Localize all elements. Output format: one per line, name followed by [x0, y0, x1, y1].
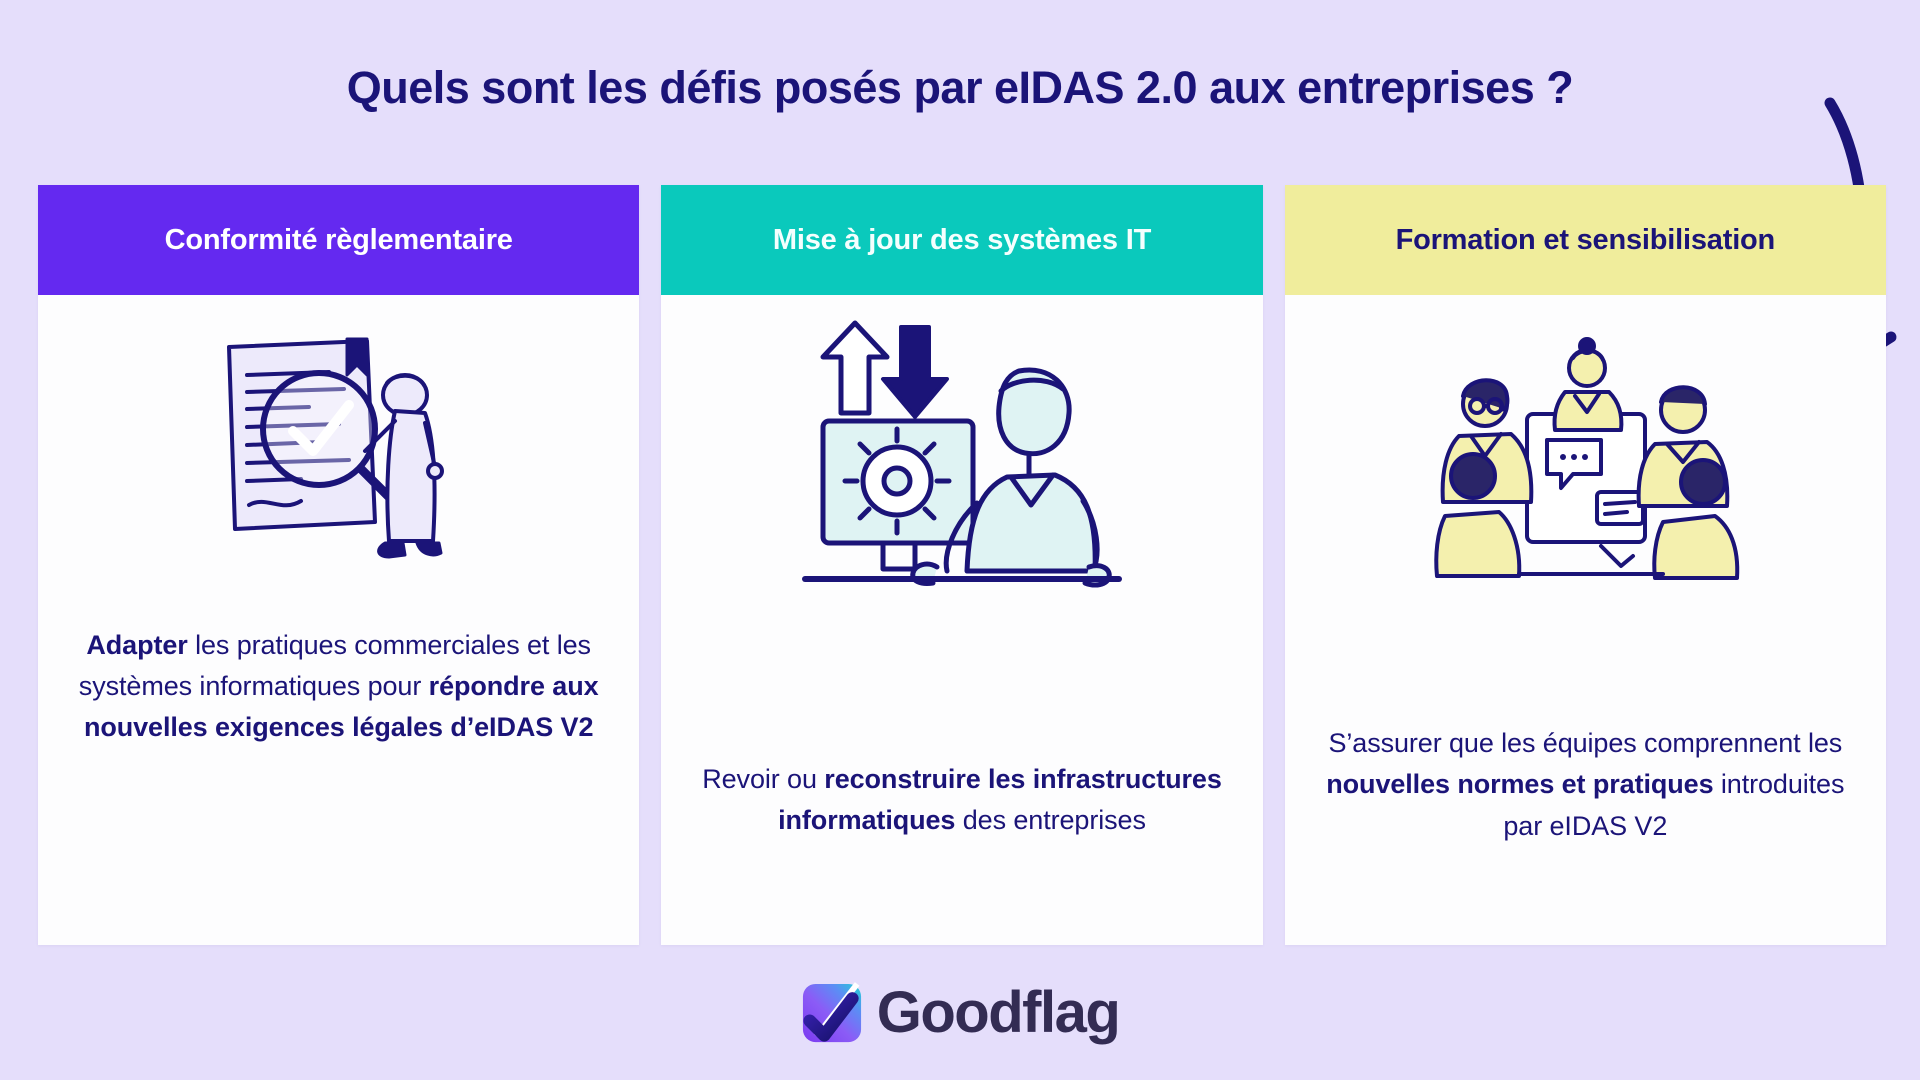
card-text-bold-2: répondre aux nouvelles exigences légales… — [83, 671, 599, 743]
card-header-conformite: Conformité règlementaire — [38, 185, 640, 295]
card-text: S’assurer que les équipes comprennent le… — [1325, 723, 1846, 846]
card-text-plain-2: introduites par eIDAS V2 — [1503, 769, 1845, 841]
card-header-title: Formation et sensibilisation — [1395, 223, 1776, 256]
card-conformite: Conformité règlementaire — [38, 185, 640, 945]
card-text: Adapter les pratiques commerciales et le… — [78, 625, 599, 748]
challenge-cards: Conformité règlementaire — [38, 185, 1886, 945]
card-text-bold-1: reconstruire les infrastructures informa… — [778, 763, 1222, 835]
card-text-bold-1: Adapter — [86, 630, 188, 660]
card-text-plain-1: S’assurer que les équipes comprennent le… — [1328, 728, 1843, 759]
card-text-bold-1: nouvelles normes et pratiques — [1326, 769, 1714, 800]
illustration-document-magnifier — [38, 295, 639, 625]
card-body-formation: S’assurer que les équipes comprennent le… — [1285, 625, 1886, 945]
goodflag-check-logo-icon — [802, 982, 861, 1043]
card-header-title: Mise à jour des systèmes IT — [772, 223, 1152, 256]
card-mise-a-jour: Mise à jour des systèmes IT — [661, 185, 1263, 945]
illustration-monitor-gear — [661, 295, 1262, 625]
illustration-team-training — [1285, 295, 1886, 625]
card-text-plain-1: les pratiques commerciales et les systèm… — [78, 630, 591, 702]
card-body-mise-a-jour: Revoir ou reconstruire les infrastructur… — [661, 625, 1262, 945]
brand-footer: Goodflag — [0, 982, 1920, 1044]
card-body-conformite: Adapter les pratiques commerciales et le… — [38, 625, 639, 945]
card-header-title: Conformité règlementaire — [164, 223, 513, 256]
card-text: Revoir ou reconstruire les infrastructur… — [701, 759, 1222, 841]
brand-name: Goodflag — [876, 980, 1121, 1045]
card-formation: Formation et sensibilisation — [1284, 185, 1886, 945]
page-title: Quels sont les défis posés par eIDAS 2.0… — [346, 62, 1574, 113]
card-header-mise-a-jour: Mise à jour des systèmes IT — [661, 185, 1263, 295]
card-text-plain-1: Revoir ou — [702, 763, 825, 794]
card-header-formation: Formation et sensibilisation — [1284, 185, 1886, 295]
card-text-plain-2: des entreprises — [955, 805, 1146, 835]
